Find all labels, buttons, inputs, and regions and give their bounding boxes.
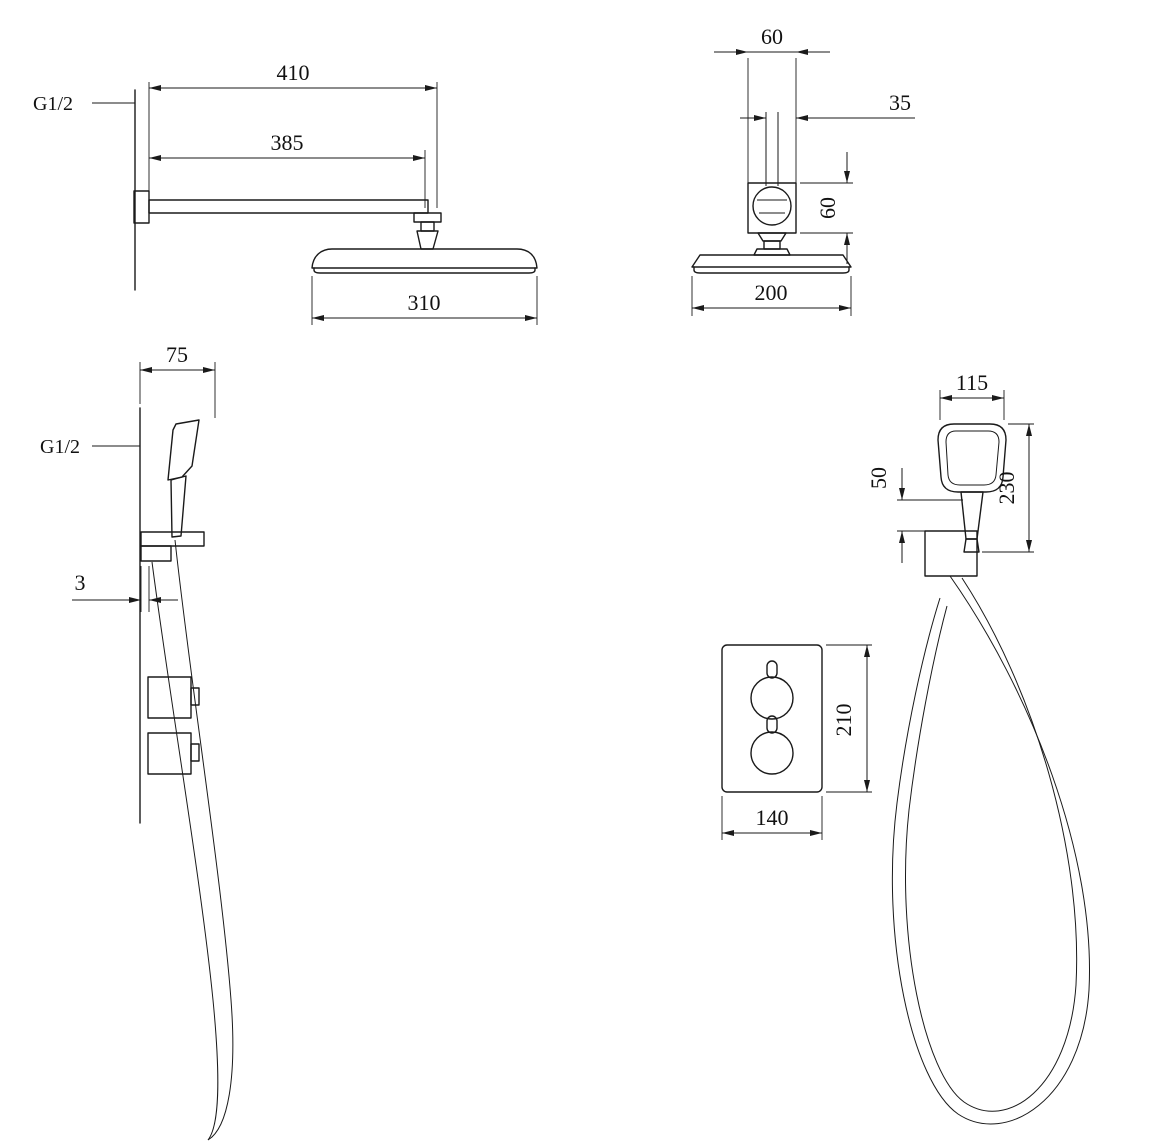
dim-60-side: 60 (800, 152, 853, 264)
hand-shower-side-view: G1/2 75 3 (40, 342, 234, 1141)
hand-shower-handle-side (170, 475, 187, 538)
connector-flare (753, 248, 791, 256)
dim-385: 385 (149, 130, 426, 208)
shower-head-side (311, 248, 538, 269)
dim-385-text: 385 (271, 130, 304, 155)
dim-140-text: 140 (756, 805, 789, 830)
dim-60-side-text: 60 (815, 197, 840, 219)
valve-front-view: 210 140 (721, 644, 872, 840)
rain-shower-side-view: 410 385 310 G1/2 (33, 60, 538, 325)
arm-end-circle (752, 186, 792, 226)
hand-shower-spray-face (945, 430, 1000, 486)
knob-indicator-lower (766, 715, 778, 734)
dim-60-top: 60 (714, 24, 830, 183)
hand-shower-front-view: 115 50 230 (866, 370, 1091, 1125)
dim-75: 75 (139, 342, 216, 418)
dim-60-top-text: 60 (761, 24, 783, 49)
hose-front-line-2 (905, 577, 1078, 1112)
valve-knob-upper-front (750, 676, 794, 720)
knob-indicator-upper (766, 660, 778, 679)
head-connector (416, 230, 439, 250)
hand-shower-head-side (167, 419, 200, 481)
shower-head-front (691, 254, 852, 268)
valve-plate (721, 644, 823, 793)
holder-front (924, 530, 978, 577)
valve-knob-lower-front (750, 731, 794, 775)
wall-flange (133, 190, 150, 224)
hose-front-line-1 (891, 575, 1091, 1125)
dim-210-text: 210 (831, 704, 856, 737)
dim-200-text: 200 (755, 280, 788, 305)
dim-410: 410 (148, 60, 438, 208)
connector-stem (763, 240, 781, 250)
dim-115-text: 115 (956, 370, 988, 395)
hand-shower-handle-front (960, 491, 984, 540)
holder-bracket (140, 531, 205, 547)
thread-label-mid: G1/2 (40, 436, 140, 458)
dim-210: 210 (826, 644, 872, 793)
shower-head-rim (313, 267, 536, 274)
valve-side (147, 676, 200, 775)
dim-310-text: 310 (408, 290, 441, 315)
dim-50: 50 (866, 467, 963, 563)
hose-side-line-2 (174, 539, 234, 1141)
arm-stem (420, 221, 435, 232)
dim-115: 115 (939, 370, 1005, 420)
dim-200: 200 (691, 276, 852, 316)
valve-knob-upper (190, 687, 200, 706)
rain-shower-front-view: 60 35 60 200 (691, 24, 915, 316)
dim-75-text: 75 (166, 342, 188, 367)
dim-35-text: 35 (889, 90, 911, 115)
dim-3-text: 3 (75, 570, 86, 595)
valve-knob-lower (190, 743, 200, 762)
thread-label-top-text: G1/2 (33, 93, 73, 115)
shower-head-front-rim (693, 266, 850, 274)
dim-3: 3 (72, 566, 178, 612)
dim-35: 35 (740, 90, 915, 121)
thread-label-top: G1/2 (33, 93, 135, 115)
shower-arm (148, 199, 429, 214)
dim-410-text: 410 (277, 60, 310, 85)
hose-side-line-1 (151, 561, 219, 1141)
thread-label-mid-text: G1/2 (40, 436, 80, 458)
holder-base (140, 545, 172, 562)
arm-nut (413, 212, 442, 223)
dim-310: 310 (311, 276, 538, 325)
handle-neck (963, 538, 980, 553)
dim-140: 140 (721, 796, 823, 840)
dim-230-text: 230 (994, 472, 1019, 505)
valve-handle-lower-side (147, 732, 192, 775)
connector-upper (757, 232, 787, 242)
dim-230: 230 (982, 423, 1034, 553)
dim-50-text: 50 (866, 467, 891, 489)
hand-shower-head-front (937, 423, 1007, 493)
